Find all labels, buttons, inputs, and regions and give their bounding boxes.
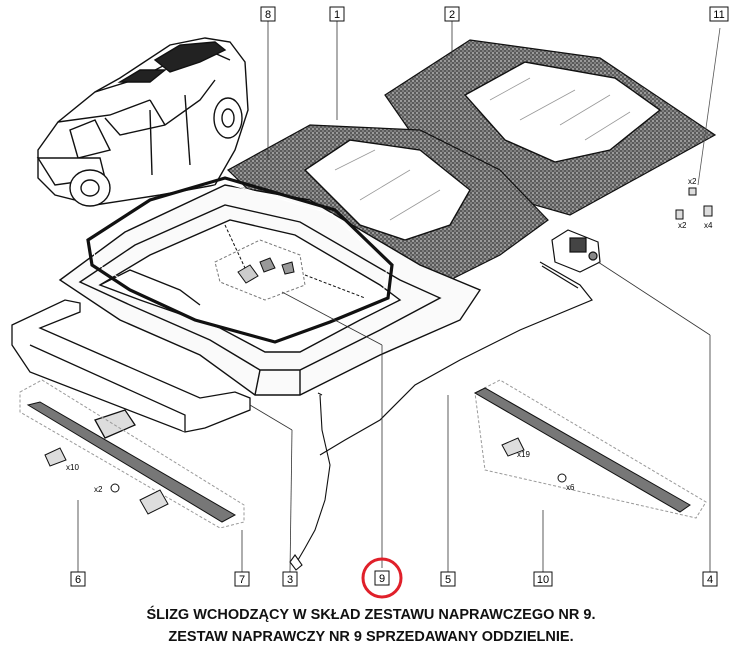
caption: ŚLIZG WCHODZĄCY W SKŁAD ZESTAWU NAPRAWCZ… — [0, 604, 742, 648]
callout-4: 4 — [702, 571, 718, 587]
leader-lines — [77, 21, 711, 573]
qty-pad: x2 — [94, 485, 103, 494]
callout-11: 11 — [709, 6, 729, 22]
svg-text:6: 6 — [75, 574, 81, 586]
drive-cable-part-3 — [289, 392, 331, 571]
callout-6: 6 — [70, 571, 86, 587]
qty-clip-10: x10 — [66, 463, 79, 472]
qty-screw: x2 — [688, 177, 697, 186]
callout-8: 8 — [260, 6, 276, 22]
callout-2: 2 — [444, 6, 460, 22]
qty-clip-19: x19 — [517, 450, 530, 459]
callout-1: 1 — [329, 6, 345, 22]
qty-washer: x2 — [678, 221, 687, 230]
svg-text:1: 1 — [334, 9, 340, 21]
callout-7: 7 — [234, 571, 250, 587]
svg-text:3: 3 — [287, 574, 293, 586]
callout-3: 3 — [282, 571, 298, 587]
motor-part-4 — [551, 229, 601, 273]
qty-bolt: x4 — [704, 221, 713, 230]
svg-text:8: 8 — [265, 9, 271, 21]
kit-box-part-10 — [473, 379, 707, 519]
highlight-circle — [361, 557, 403, 599]
cable-part-5 — [319, 261, 593, 456]
callout-9: 9 — [361, 557, 403, 599]
qty-nut: x6 — [566, 483, 575, 492]
svg-text:11: 11 — [713, 9, 724, 21]
caption-line-1: ŚLIZG WCHODZĄCY W SKŁAD ZESTAWU NAPRAWCZ… — [146, 607, 596, 623]
svg-text:4: 4 — [707, 574, 713, 586]
mechanism-parts — [214, 224, 366, 301]
svg-text:2: 2 — [449, 9, 455, 21]
roof-panel-part-1 — [226, 124, 549, 296]
fasteners-part-11 — [675, 27, 721, 220]
kit-box-part-6 — [19, 379, 245, 529]
callout-5: 5 — [440, 571, 456, 587]
svg-text:9: 9 — [379, 573, 385, 585]
callout-10: 10 — [533, 571, 553, 587]
seal-part-8 — [86, 176, 394, 344]
svg-text:7: 7 — [239, 574, 245, 586]
svg-text:10: 10 — [537, 574, 549, 586]
svg-text:5: 5 — [445, 574, 451, 586]
car-illustration — [36, 37, 249, 207]
front-trim-panel — [11, 299, 251, 439]
caption-line-2: ZESTAW NAPRAWCZY NR 9 SPRZEDAWANY ODDZIE… — [168, 629, 574, 645]
